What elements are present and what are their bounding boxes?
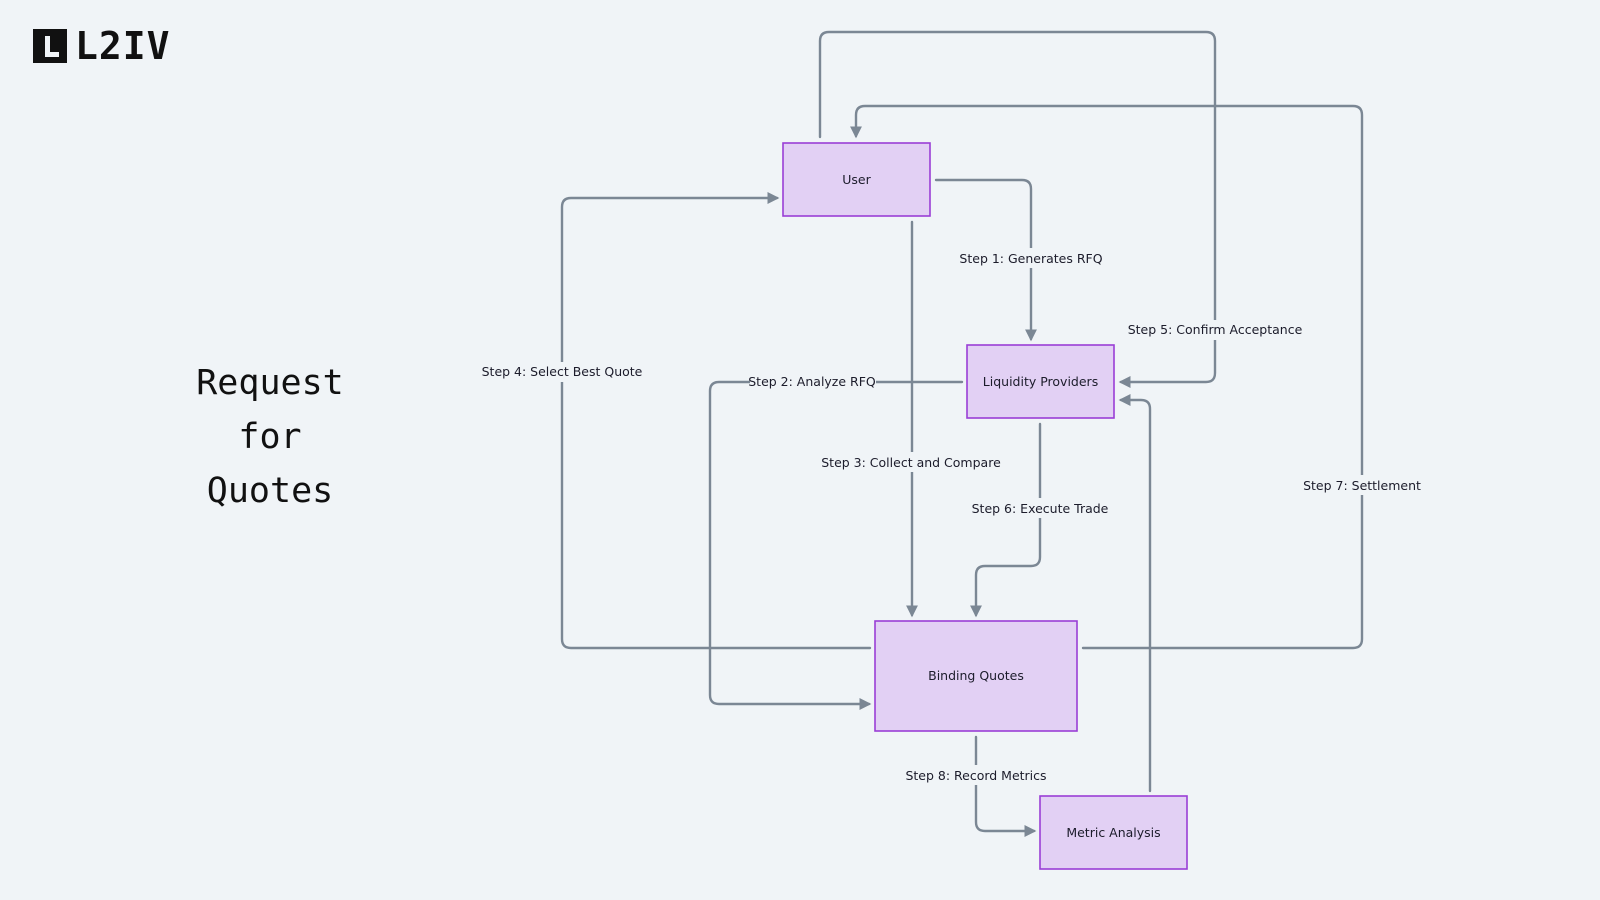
edge-label-step-1: Step 1: Generates RFQ	[959, 248, 1103, 268]
title-line-1: Request	[196, 363, 344, 403]
edge-label-step-7-text: Step 7: Settlement	[1303, 478, 1421, 493]
title-line-3: Quotes	[206, 471, 334, 511]
edge-step-2	[708, 380, 964, 710]
edge-step-4	[560, 192, 872, 650]
node-binding-quotes-label: Binding Quotes	[928, 668, 1024, 683]
title-line-2: for	[238, 417, 302, 457]
logo-text: L2IV	[75, 24, 171, 68]
edge-label-step-8-text: Step 8: Record Metrics	[905, 768, 1046, 783]
edge-label-step-2: Step 2: Analyze RFQ	[748, 372, 876, 392]
edge-step-7	[850, 104, 1364, 650]
edge-label-step-4: Step 4: Select Best Quote	[482, 362, 643, 382]
node-binding-quotes[interactable]: Binding Quotes	[874, 620, 1078, 732]
logo: L2IV	[33, 24, 171, 68]
logo-mark-icon	[33, 29, 67, 63]
edge-step-8	[974, 735, 1037, 837]
edge-label-step-4-text: Step 4: Select Best Quote	[482, 364, 643, 379]
edge-step-6	[970, 422, 1042, 618]
node-liquidity-providers-label: Liquidity Providers	[983, 374, 1098, 389]
edge-step-5	[818, 30, 1217, 388]
edge-label-step-1-text: Step 1: Generates RFQ	[959, 251, 1102, 266]
edge-label-step-2-text: Step 2: Analyze RFQ	[748, 374, 876, 389]
edge-label-step-8: Step 8: Record Metrics	[905, 765, 1047, 785]
edge-step-1	[934, 178, 1037, 342]
edge-metric-to-liquidity	[1118, 394, 1152, 793]
edge-label-step-3: Step 3: Collect and Compare	[821, 452, 1001, 472]
edge-label-step-6-text: Step 6: Execute Trade	[972, 501, 1109, 516]
node-metric-analysis-label: Metric Analysis	[1066, 825, 1160, 840]
node-metric-analysis[interactable]: Metric Analysis	[1039, 795, 1188, 870]
edge-label-step-7: Step 7: Settlement	[1303, 475, 1421, 495]
node-user[interactable]: User	[782, 142, 931, 217]
node-liquidity-providers[interactable]: Liquidity Providers	[966, 344, 1115, 419]
edge-label-step-5-text: Step 5: Confirm Acceptance	[1128, 322, 1303, 337]
page-title: Request for Quotes	[180, 356, 360, 518]
node-user-label: User	[842, 172, 871, 187]
edge-label-step-5: Step 5: Confirm Acceptance	[1128, 320, 1303, 340]
edge-label-step-6: Step 6: Execute Trade	[972, 498, 1109, 518]
edge-label-step-3-text: Step 3: Collect and Compare	[821, 455, 1001, 470]
